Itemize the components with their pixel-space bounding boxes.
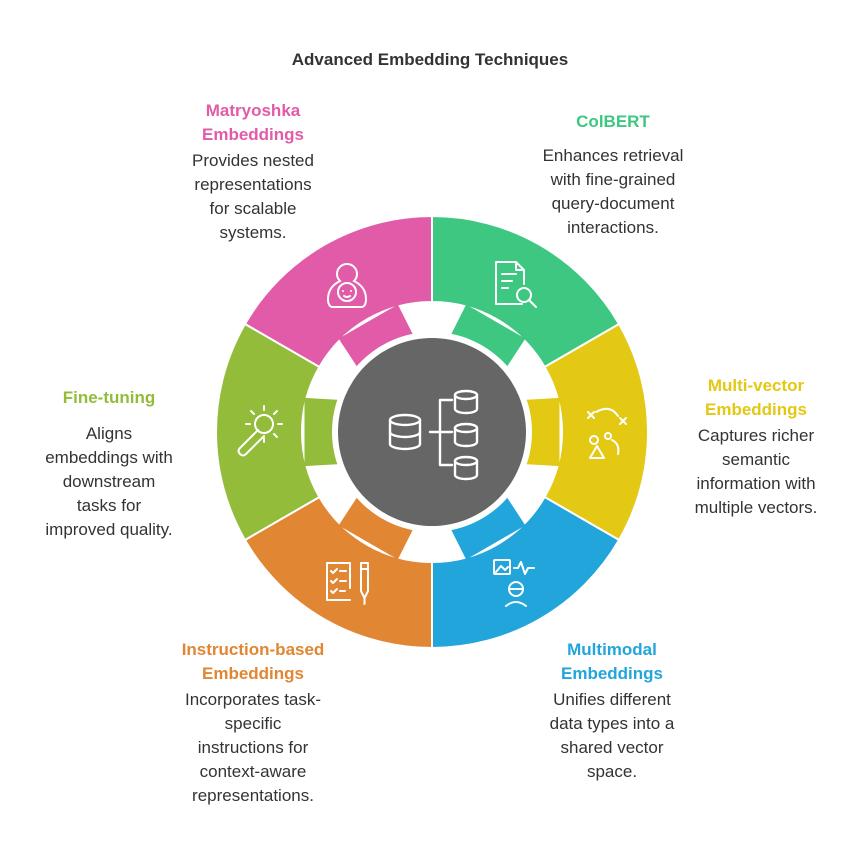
label-multivector: Multi-vector Embeddings Captures richer … (666, 374, 846, 520)
title-colbert: ColBERT (576, 112, 650, 131)
title-matryoshka: Matryoshka Embeddings (201, 101, 304, 144)
vector-shapes-icon (587, 407, 627, 459)
matryoshka-doll-icon (326, 263, 368, 308)
desc-finetuning: Aligns embeddings with downstream tasks … (45, 424, 173, 539)
connector-multimodal (449, 494, 526, 560)
desc-instruction: Incorporates task- specific instructions… (184, 690, 322, 805)
title-finetuning: Fine-tuning (62, 388, 156, 407)
title-multimodal: Multimodal Embeddings (560, 640, 663, 683)
diagram-title: Advanced Embedding Techniques (291, 50, 569, 69)
checklist-pen-icon (326, 562, 369, 605)
document-search-icon (495, 261, 537, 308)
connector-multivector (522, 397, 560, 467)
label-multimodal: Multimodal Embeddings Unifies different … (500, 638, 724, 784)
label-instruction: Instruction-based Embeddings Incorporate… (140, 638, 366, 808)
label-finetuning: Fine-tuning Aligns embeddings with downs… (14, 386, 204, 542)
connector-colbert (449, 304, 526, 370)
desc-multivector: Captures richer semantic information wit… (694, 426, 818, 517)
desc-colbert: Enhances retrieval with fine-grained que… (542, 146, 684, 237)
label-matryoshka: Matryoshka Embeddings Provides nested re… (140, 99, 366, 245)
desc-multimodal: Unifies different data types into a shar… (549, 690, 675, 781)
title-instruction: Instruction-based Embeddings (181, 640, 325, 683)
multimodal-media-icon (493, 559, 535, 607)
gear-wrench-icon (237, 405, 283, 457)
desc-matryoshka: Provides nested representations for scal… (192, 151, 314, 242)
connector-instruction (338, 494, 415, 560)
label-colbert: ColBERT Enhances retrieval with fine-gra… (510, 110, 716, 240)
connector-finetuning (304, 397, 342, 467)
title-multivector: Multi-vector Embeddings (704, 376, 807, 419)
connector-matryoshka (338, 304, 415, 370)
database-network-icon (388, 389, 479, 481)
